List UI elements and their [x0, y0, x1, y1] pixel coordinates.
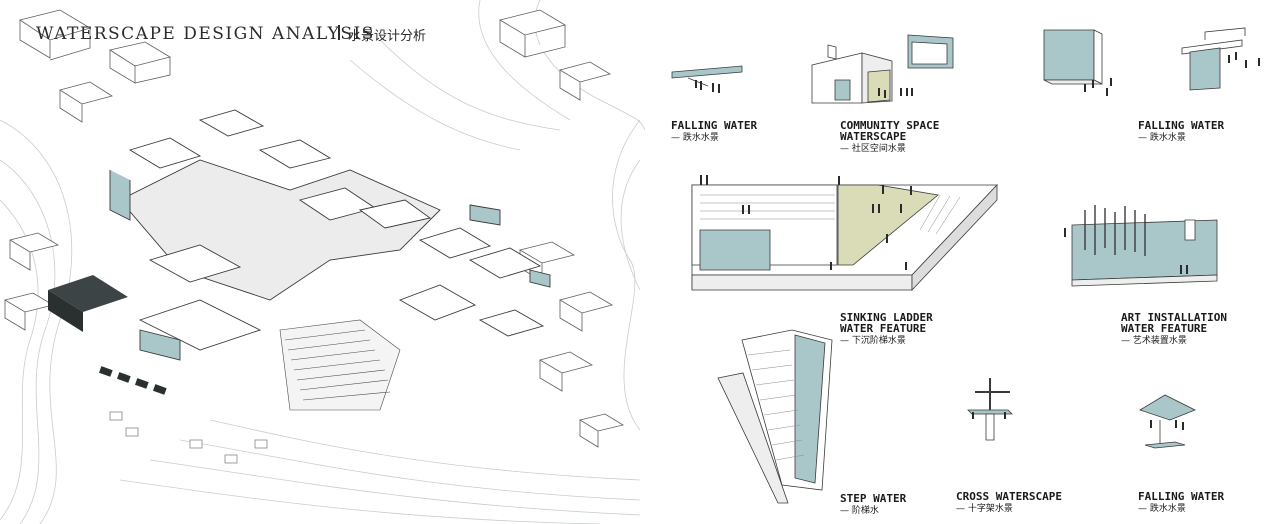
label-cross-waterscape-en: CROSS WATERSCAPE: [956, 490, 1062, 503]
label-art-installation-en-2: WATER FEATURE: [1121, 322, 1208, 335]
label-art-installation-en-1: ART INSTALLATION: [1121, 311, 1227, 324]
label-cross-waterscape-zh: 十字架水景: [956, 503, 1062, 515]
label-sinking-ladder-en-1: SINKING LADDER: [840, 311, 933, 324]
label-falling-water-1-en: FALLING WATER: [671, 119, 758, 132]
diagram-falling-water-pavilion: [1139, 394, 1196, 449]
diagram-step-water: [717, 329, 833, 504]
label-community-space-zh: 社区空间水景: [840, 143, 939, 155]
diagram-falling-water-box: [1043, 29, 1112, 96]
label-sinking-ladder-zh: 下沉阶梯水景: [840, 335, 933, 347]
dark-roof-building: [48, 275, 128, 332]
label-falling-water-3-zh: 跌水水景: [1138, 503, 1224, 515]
label-step-water: STEP WATER 阶梯水: [840, 493, 906, 517]
label-falling-water-1: FALLING WATER 跌水水景: [671, 120, 757, 144]
label-step-water-zh: 阶梯水: [840, 505, 906, 517]
diagram-falling-water-wall: [1181, 27, 1260, 91]
label-falling-water-2-en: FALLING WATER: [1138, 119, 1225, 132]
parked-cars: [98, 366, 167, 395]
label-falling-water-3-en: FALLING WATER: [1138, 490, 1225, 503]
page-subtitle-chinese: 水景设计分析: [348, 29, 427, 44]
label-community-space: COMMUNITY SPACE WATERSCAPE 社区空间水景: [840, 120, 939, 155]
dense-village-cluster: [109, 109, 551, 361]
stepped-plaza: [279, 319, 401, 411]
label-step-water-en: STEP WATER: [840, 492, 907, 505]
label-community-space-en-1: COMMUNITY SPACE: [840, 119, 940, 132]
label-community-space-en-2: WATERSCAPE: [840, 130, 907, 143]
label-art-installation: ART INSTALLATION WATER FEATURE 艺术装置水景: [1121, 312, 1227, 347]
label-falling-water-2-zh: 跌水水景: [1138, 132, 1224, 144]
label-cross-waterscape: CROSS WATERSCAPE 十字架水景: [956, 491, 1062, 515]
diagram-falling-water-canopy: [671, 65, 743, 93]
label-sinking-ladder: SINKING LADDER WATER FEATURE 下沉阶梯水景: [840, 312, 933, 347]
diagram-community-space: [811, 34, 954, 104]
background-buildings: [3, 9, 625, 448]
label-falling-water-3: FALLING WATER 跌水水景: [1138, 491, 1224, 515]
scattered-blocks: [109, 411, 268, 464]
label-sinking-ladder-en-2: WATER FEATURE: [840, 322, 927, 335]
page-title: WATERSCAPE DESIGN ANALYSIS: [36, 24, 375, 44]
aerial-site-axonometric: [0, 0, 645, 524]
diagram-sinking-ladder: [691, 175, 998, 292]
diagram-cross-waterscape: [967, 378, 1013, 441]
diagram-art-installation: [1064, 205, 1218, 287]
label-falling-water-1-zh: 跌水水景: [671, 132, 757, 144]
label-art-installation-zh: 艺术装置水景: [1121, 335, 1227, 347]
label-falling-water-2: FALLING WATER 跌水水景: [1138, 120, 1224, 144]
title-separator: [338, 25, 340, 40]
